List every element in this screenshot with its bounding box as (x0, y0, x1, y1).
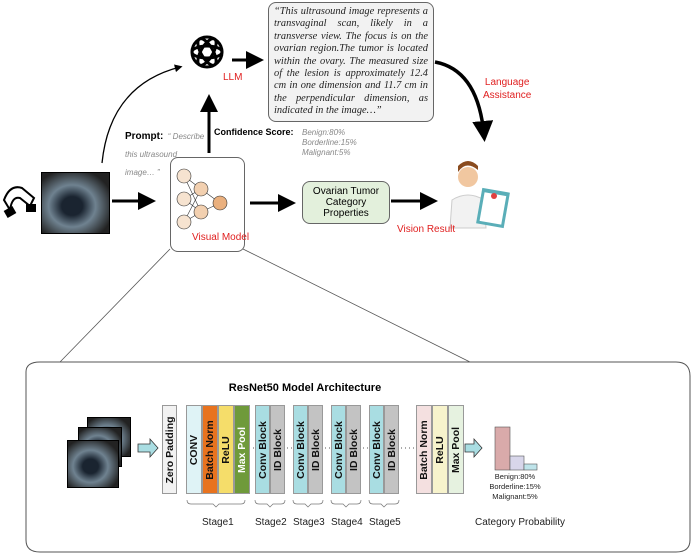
llm-output-box: “This ultrasound image represents a tran… (268, 2, 434, 122)
visual-model-label: Visual Model (192, 232, 250, 243)
zero-padding-block: Zero Padding (162, 405, 177, 494)
input-arrow (137, 437, 159, 459)
stage1-label: Stage1 (202, 517, 234, 528)
block-label: ID Block (347, 428, 360, 471)
arrow-text-to-doctor (434, 60, 494, 142)
stage2-conv-block: Conv Block (255, 405, 270, 494)
stage3-conv-block: Conv Block (293, 405, 308, 494)
prompt: Prompt: “ Describe this ultrasound image… (125, 126, 205, 180)
confidence-value: Borderline:15% (302, 138, 357, 147)
block-label: Conv Block (370, 420, 383, 479)
block-label: Zero Padding (163, 415, 176, 484)
borderline-bar (509, 455, 525, 471)
block-label: Max Pool (236, 426, 248, 473)
block-label: ID Block (385, 428, 398, 471)
malignant-bar (523, 463, 538, 471)
stage4-conv-block: Conv Block (331, 405, 346, 494)
block-label: Conv Block (294, 420, 307, 479)
probe-icon (2, 186, 36, 218)
final-relu-block: ReLU (432, 405, 448, 494)
vision-result-label: Vision Result (397, 224, 456, 235)
batch-norm-block: Batch Norm (202, 405, 218, 494)
input-image-stack (67, 440, 119, 488)
confidence-value: Malignant:5% (302, 148, 351, 157)
probability-histogram (494, 426, 538, 471)
final-batch-norm-block: Batch Norm (416, 405, 432, 494)
openai-knot-icon (190, 35, 224, 69)
confidence-value: Benign:80% (302, 128, 346, 137)
stage5-label: Stage5 (369, 517, 401, 528)
properties-line: Ovarian Tumor (312, 186, 380, 197)
llm-label: LLM (223, 72, 243, 83)
arrow-to-llm (101, 64, 183, 164)
block-label: Conv Block (332, 420, 345, 479)
relu-block: ReLU (218, 405, 234, 494)
block-label: Conv Block (256, 420, 269, 479)
llm-output-text: “This ultrasound image represents a tran… (274, 6, 428, 117)
block-label: ID Block (309, 428, 322, 471)
stage5-id-block: ID Block (384, 405, 399, 494)
zoom-line-left (59, 248, 171, 363)
block-label: Batch Norm (204, 419, 216, 480)
prompt-label: Prompt: (125, 131, 164, 142)
probability-labels: Benign:80%Borderline:15%Malignant:5% (480, 472, 550, 502)
final-max-pool-block: Max Pool (448, 405, 464, 494)
visual-model-box (170, 157, 245, 252)
block-label: ReLU (434, 435, 446, 464)
stage2-id-block: ID Block (270, 405, 285, 494)
resnet-panel (25, 361, 691, 553)
probability-label: Malignant:5% (492, 492, 538, 501)
properties-line: Category Properties (323, 197, 369, 219)
stage5-conv-block: Conv Block (369, 405, 384, 494)
confidence-values: Benign:80%Borderline:15%Malignant:5% (302, 128, 357, 158)
confidence-label: Confidence Score: (214, 127, 294, 137)
max-pool-block: Max Pool (234, 405, 250, 494)
stage-braces (186, 499, 400, 508)
block-label: ReLU (220, 435, 232, 464)
language-assistance-line: Language (484, 77, 530, 88)
stage3-label: Stage3 (293, 517, 325, 528)
stage4-label: Stage4 (331, 517, 363, 528)
output-arrow (464, 437, 483, 459)
block-label: CONV (188, 434, 200, 465)
probability-label: Benign:80% (494, 472, 536, 481)
doctor-icon (449, 161, 510, 229)
stage2-label: Stage2 (255, 517, 287, 528)
neural-network-icon (176, 168, 228, 230)
probability-label: Borderline:15% (489, 482, 541, 491)
stage4-id-block: ID Block (346, 405, 361, 494)
ultrasound-image (41, 172, 110, 234)
prompt-text: “ Describe this ultrasound image… ” (125, 132, 205, 177)
block-label: ID Block (271, 428, 284, 471)
stage3-id-block: ID Block (308, 405, 323, 494)
block-label: Batch Norm (418, 419, 430, 480)
conv-block: CONV (186, 405, 202, 494)
resnet-title: ResNet50 Model Architecture (228, 382, 382, 394)
benign-bar (494, 426, 511, 471)
category-probability-label: Category Probability (475, 517, 566, 528)
language-assistance-line: Assistance (483, 90, 532, 101)
zoom-line-right (242, 248, 471, 363)
block-label: Max Pool (450, 426, 462, 473)
